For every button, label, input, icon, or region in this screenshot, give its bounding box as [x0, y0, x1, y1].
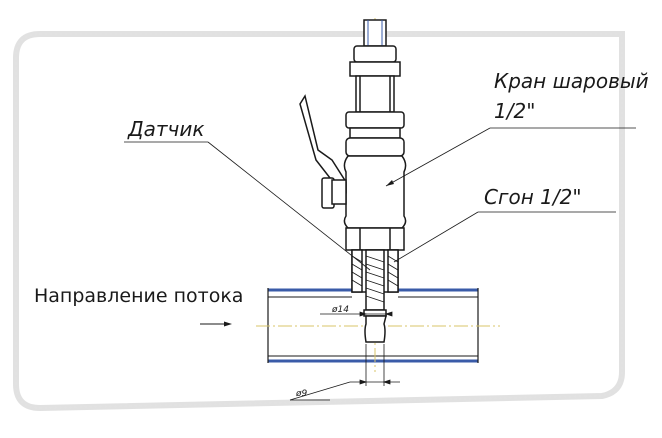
leader-arrow-valve — [386, 180, 394, 186]
leader-lines — [124, 127, 636, 271]
supply-tube — [363, 19, 387, 47]
dimension-d14 — [320, 311, 393, 317]
label-ball-valve-line1: Кран шаровый — [494, 69, 649, 93]
label-flow-direction: Направление потока — [34, 285, 243, 307]
flow-arrow — [200, 321, 232, 327]
valve-handle — [299, 94, 347, 209]
sensor-probe — [363, 249, 387, 343]
label-sensor: Датчик — [127, 117, 204, 141]
label-nipple: Сгон 1/2" — [484, 185, 582, 209]
dimension-d9-label: ø9 — [295, 389, 308, 399]
drawing-frame — [13, 31, 625, 412]
dimension-d14-label: ø14 — [331, 305, 349, 315]
label-ball-valve-line2: 1/2" — [494, 99, 535, 123]
dimension-d9 — [289, 344, 400, 401]
ball-valve — [343, 45, 407, 251]
pipe — [267, 288, 479, 363]
